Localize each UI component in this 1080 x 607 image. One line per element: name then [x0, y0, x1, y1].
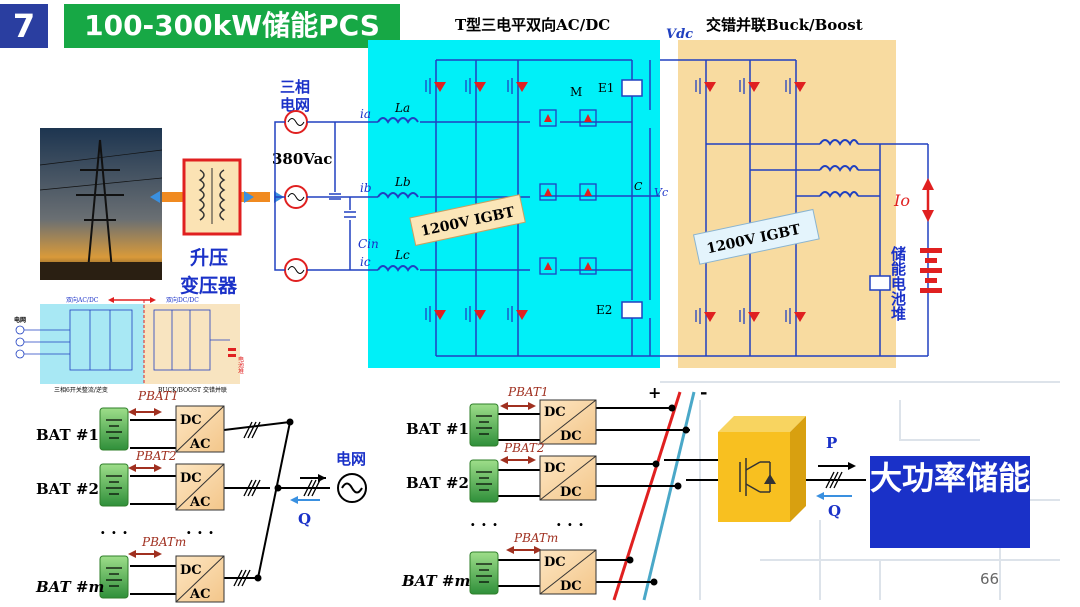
br-dc-in-2: DC [544, 461, 566, 476]
thumb-grid-label: 电网 [14, 316, 26, 324]
br-dots-left: · · · [470, 515, 498, 534]
dc-label-1: DC [180, 413, 202, 428]
bl-pbatm-label: PBATm [141, 535, 186, 549]
high-power-storage-label: 大功率储能 [870, 456, 1030, 548]
grid-label-1: 三相 [280, 78, 310, 96]
tl-header: T型三电平双向AC/DC [455, 16, 610, 34]
bl-bat1-label: BAT #1 [36, 426, 99, 444]
converter-cube [718, 432, 790, 522]
pylon-photo [39, 128, 163, 280]
br-p-label: P [826, 434, 837, 452]
thumb-battery-label: 电池堆 [237, 355, 244, 375]
output-capacitor [869, 275, 891, 291]
battery-stack-icon [920, 248, 942, 293]
thumb-caption-left: 三相6开关整流/逆变 [54, 386, 108, 394]
bl-pbat2-label: PBAT2 [135, 449, 177, 463]
ib-label: ib [360, 181, 372, 195]
bl-dots-left: · · · [100, 523, 128, 542]
ac-label-3: AC [189, 587, 210, 602]
battery-stack-label: 储能电池堆 [889, 245, 907, 322]
dc-label-2: DC [180, 471, 202, 486]
thumbnail-schematic: 双向AC/DC 双向DC/DC 电网 电池堆 三相6开关整流/逆变 BUCK/B… [14, 296, 244, 394]
transformer-label-2: 变压器 [180, 274, 238, 297]
thumb-dcdc-label: 双向DC/DC [166, 296, 199, 304]
ac-source-b [284, 185, 308, 209]
br-dots-right: · · · [556, 515, 584, 534]
br-dc-out-1: DC [560, 429, 582, 444]
thumb-acdc-label: 双向AC/DC [66, 296, 99, 304]
inductor-lc [377, 265, 419, 272]
bl-grid-label: 电网 [336, 450, 366, 468]
slide-title: 100-300kW储能PCS [64, 4, 400, 48]
dc-dc-converter [539, 399, 597, 595]
capacitor-e2 [621, 301, 643, 319]
cin-label: Cin [358, 237, 379, 251]
thumb-caption-right: BUCK/BOOST 交错并联 [158, 386, 227, 394]
vc-label: Vc [654, 186, 668, 199]
e2-label: E2 [596, 303, 612, 317]
page-number: 66 [980, 570, 1000, 588]
br-dc-in-3: DC [544, 555, 566, 570]
br-pbatm-label: PBATm [513, 531, 558, 545]
buck-header: 交错并联Buck/Boost [706, 16, 863, 34]
br-batm-label: BAT #m [401, 572, 470, 590]
bl-batm-label: BAT #m [35, 578, 104, 596]
ic-label: ic [360, 255, 371, 269]
capacitor-e1 [621, 79, 643, 97]
plus-label: + [648, 383, 661, 402]
io-arrow-down-icon [922, 210, 934, 222]
battery-icon [469, 403, 499, 595]
br-pbat2-label: PBAT2 [503, 441, 545, 455]
io-arrow-up-icon [922, 178, 934, 190]
bl-bat2-label: BAT #2 [36, 480, 99, 498]
br-bat2-label: BAT #2 [406, 474, 469, 492]
c-label: C [634, 180, 643, 193]
br-dc-in-1: DC [544, 405, 566, 420]
ac-label-1: AC [189, 437, 210, 452]
la-label: La [394, 101, 410, 115]
vdc-label: Vdc [666, 27, 693, 42]
dc-label-3: DC [180, 563, 202, 578]
minus-label: - [700, 382, 707, 403]
ac-label-2: AC [189, 495, 210, 510]
br-dc-out-3: DC [560, 579, 582, 594]
battery-icon [99, 407, 129, 599]
br-bat1-label: BAT #1 [406, 420, 469, 438]
bl-q-label: Q [298, 510, 311, 528]
positive-bus [612, 391, 682, 601]
ac-source-a [284, 110, 308, 134]
bottom-left-diagram [128, 408, 367, 595]
buck-switches [695, 78, 806, 324]
ia-label: ia [360, 107, 371, 121]
ac-source-c [284, 258, 308, 282]
lb-label: Lb [394, 175, 411, 189]
lc-label: Lc [394, 248, 410, 262]
bl-dots-right: · · · [186, 523, 214, 542]
transformer [182, 158, 242, 236]
inductor-lb [377, 192, 419, 199]
slide-number: 7 [0, 4, 48, 48]
br-q-label: Q [828, 502, 841, 520]
transformer-label-1: 升压 [190, 247, 228, 269]
grid-label-2: 电网 [280, 96, 310, 114]
bottom-right-diagram [498, 391, 866, 601]
vac-label: 380Vac [272, 150, 332, 168]
br-pbat1-label: PBAT1 [507, 385, 549, 399]
br-dc-out-2: DC [560, 485, 582, 500]
e1-label: E1 [598, 81, 614, 95]
igbt-switches [425, 78, 597, 322]
bl-pbat1-label: PBAT1 [137, 389, 179, 403]
io-label: Io [893, 191, 910, 210]
m-label: M [570, 85, 582, 99]
inductor-la [377, 117, 419, 124]
dc-ac-converter [175, 405, 225, 603]
